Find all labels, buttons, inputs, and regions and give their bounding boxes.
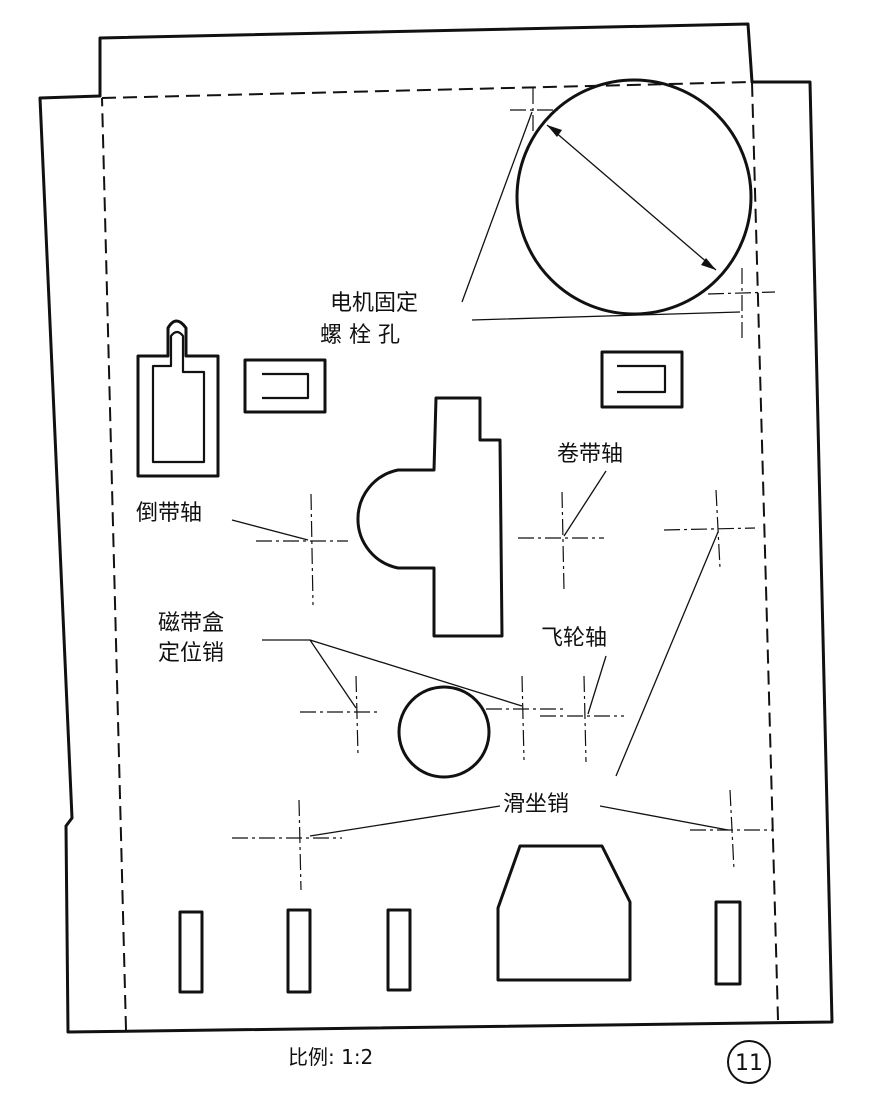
motor-bolt-hole-label-2: 螺 栓 孔 <box>320 323 400 348</box>
arrowhead-top <box>547 125 562 137</box>
motor-bolt-hole-label-1: 电机固定 <box>330 291 418 316</box>
flywheel-shaft-label: 飞轮轴 <box>541 626 607 651</box>
page-number: 11 <box>735 1051 763 1076</box>
bottom-trapezoid-cutout <box>496 844 632 982</box>
diameter-line <box>546 124 717 271</box>
takeup-reel-shaft-mark <box>518 491 604 591</box>
motor-circle <box>515 78 753 316</box>
arrowhead-bottom <box>701 258 716 270</box>
page-number-badge: 11 <box>727 1040 771 1084</box>
flywheel-shaft-mark <box>540 675 624 763</box>
slider-pin-mark-upper <box>663 489 756 569</box>
bottom-slots <box>178 900 742 994</box>
takeup-reel-shaft-label: 卷带轴 <box>557 442 623 467</box>
capstan-circle <box>397 685 491 779</box>
motor-bolt-leader <box>461 111 741 321</box>
board-dashed-outline <box>101 80 779 1031</box>
scale-label: 比例: 1:2 <box>288 1045 373 1069</box>
slider-pin-mark-lower-right <box>690 789 772 871</box>
right-hook-slot <box>600 350 684 409</box>
cassette-locator-label-2: 定位销 <box>158 641 224 666</box>
central-cutout <box>356 396 504 638</box>
slider-pin-mark-lower-left <box>232 799 342 891</box>
takeup-reel-shaft-leader <box>563 470 607 537</box>
slider-pin-leaders <box>309 531 729 837</box>
flywheel-shaft-leader <box>587 655 607 715</box>
bottom-slot-1 <box>178 910 204 994</box>
motor-circle-group <box>515 78 753 316</box>
cassette-locator-leader <box>262 639 523 709</box>
bottom-slot-3 <box>386 908 412 992</box>
template-outline <box>38 22 834 1034</box>
rewind-reel-shaft-label: 倒带轴 <box>136 501 202 526</box>
left-keyhole-slot <box>136 319 220 478</box>
rewind-reel-shaft-mark <box>256 493 348 606</box>
rewind-reel-shaft-leader <box>231 519 309 541</box>
cassette-locator-label-1: 磁带盒 <box>158 611 224 636</box>
bottom-slot-2 <box>286 908 312 994</box>
cassette-locator-marks <box>300 675 564 761</box>
motor-bolt-hole-marks <box>510 88 776 338</box>
bottom-slot-4 <box>714 900 742 986</box>
slider-pin-label: 滑坐销 <box>503 792 569 817</box>
left-hook-slot <box>243 358 327 414</box>
